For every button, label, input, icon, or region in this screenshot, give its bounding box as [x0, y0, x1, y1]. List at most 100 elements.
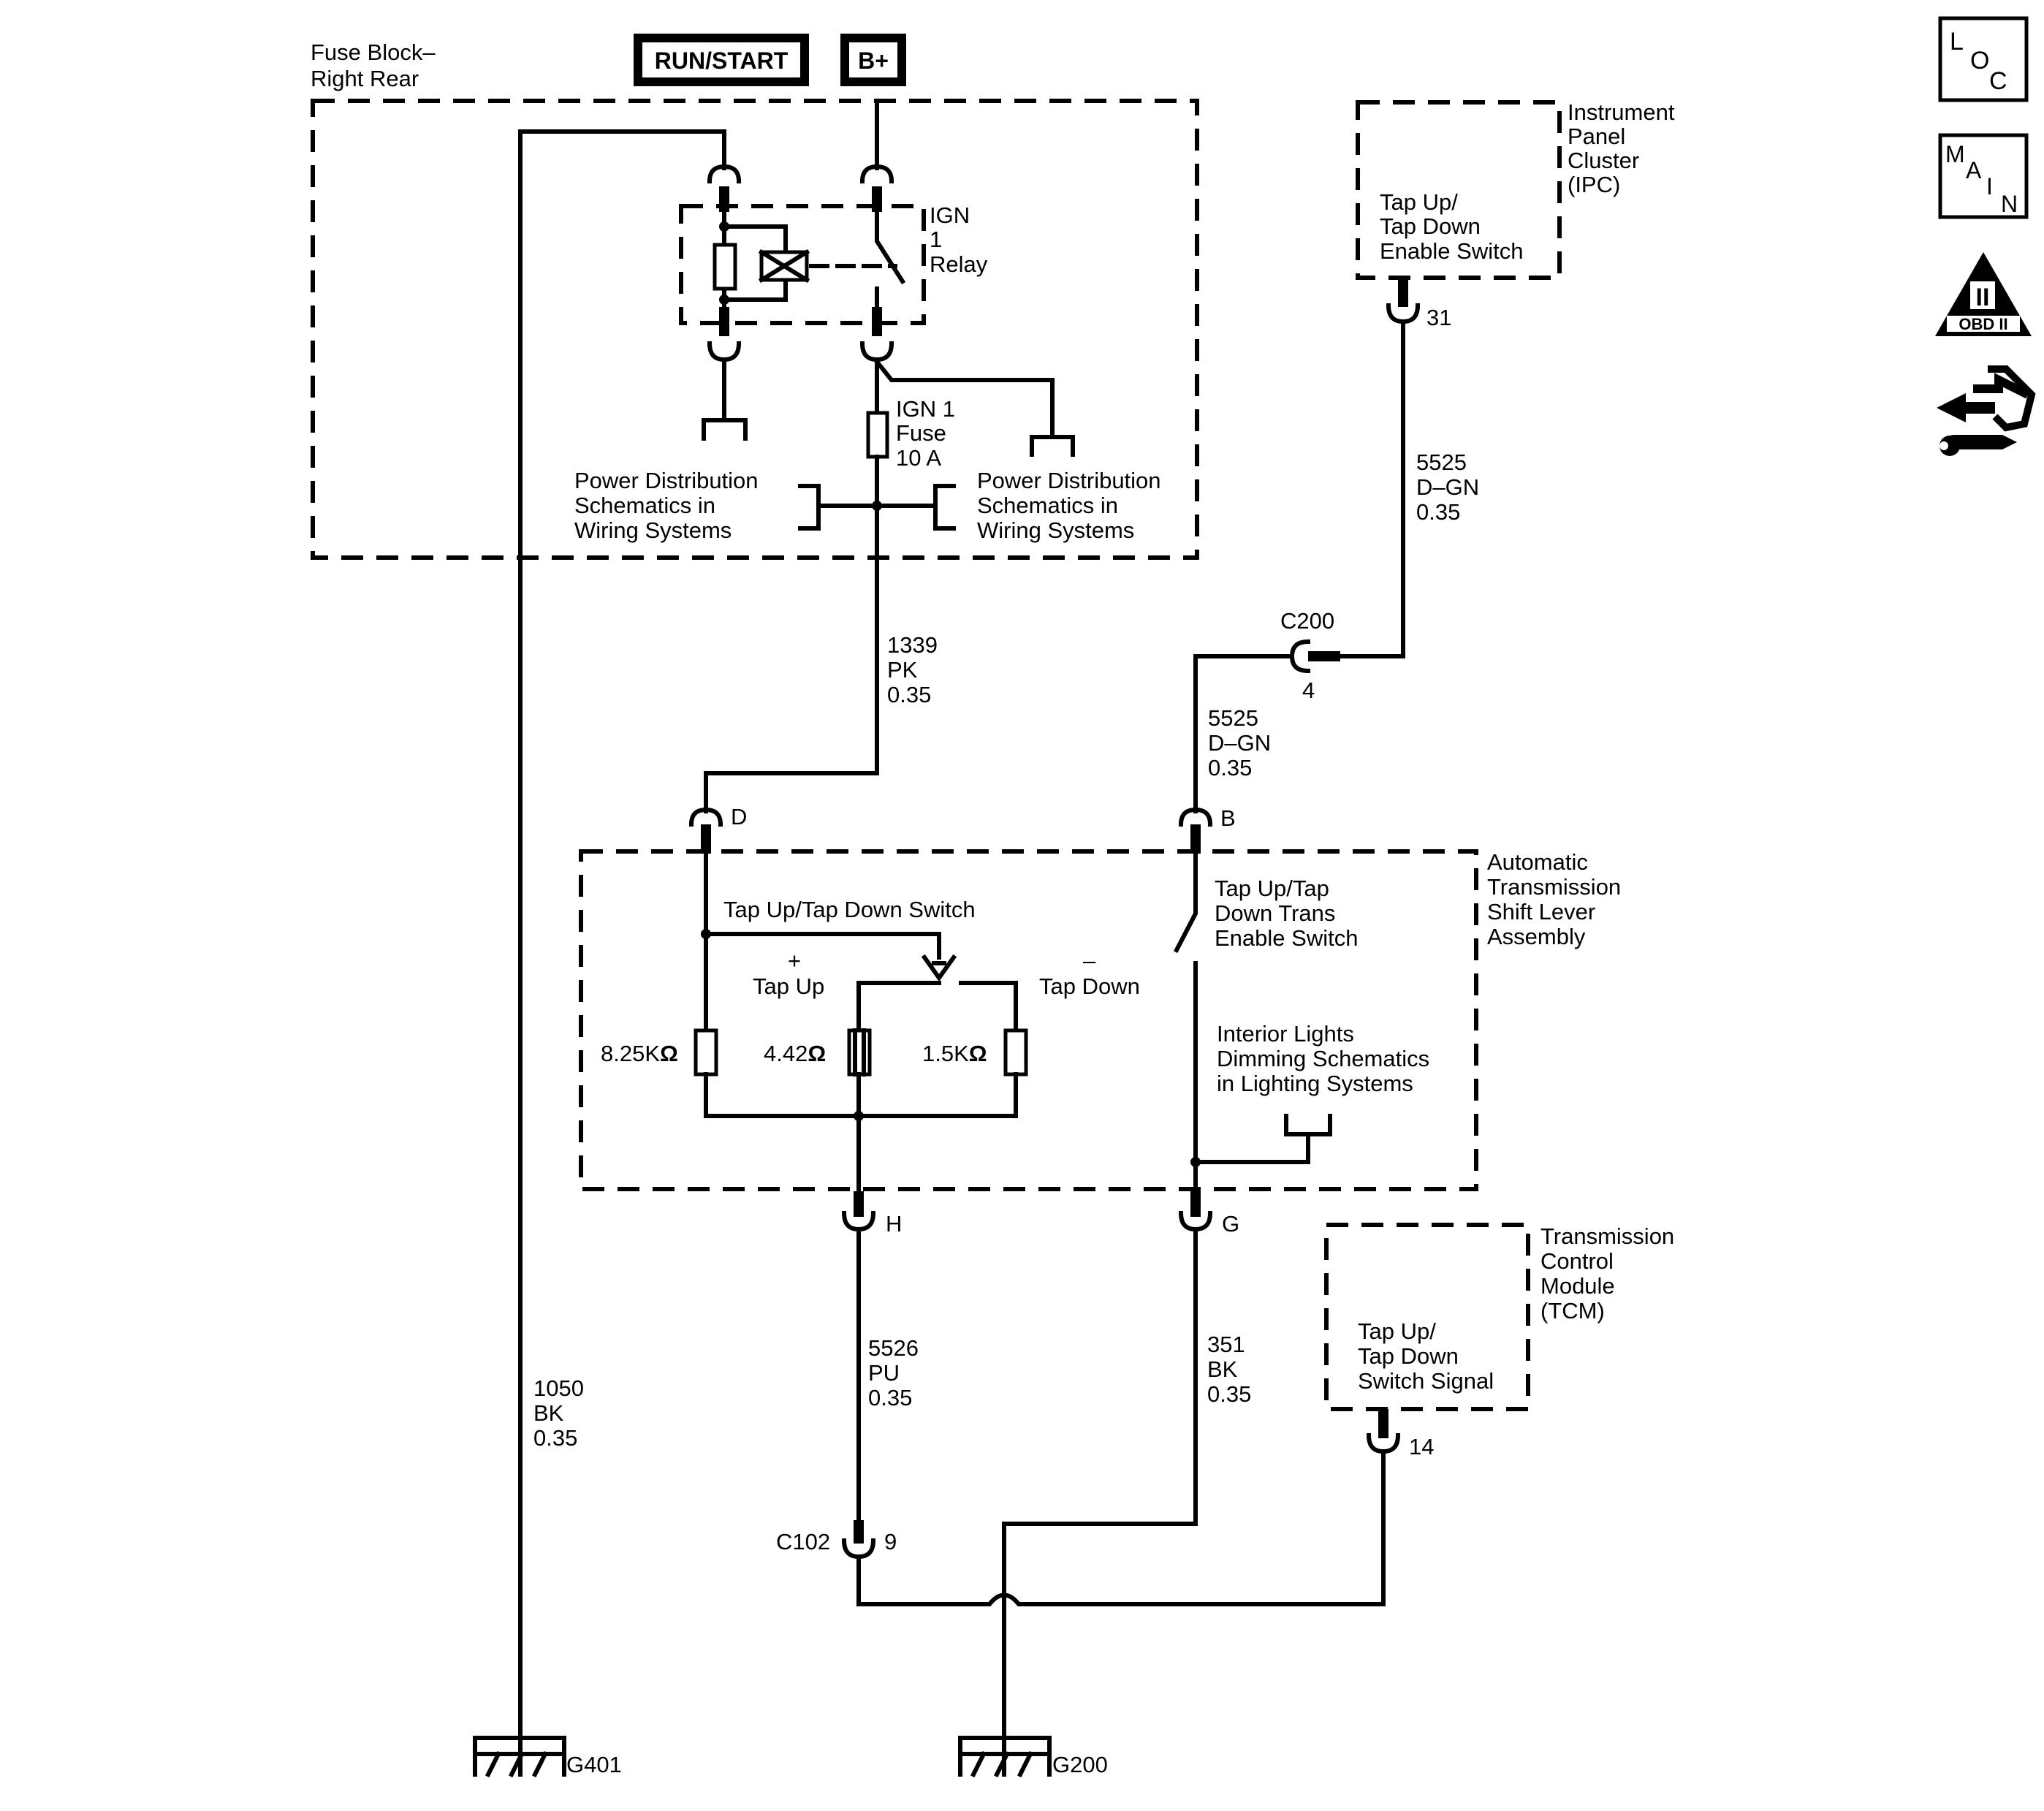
wire-5525-mid-color: D–GN [1208, 730, 1271, 756]
ipc-title-1: Instrument [1568, 99, 1675, 125]
enable-switch-label-1: Tap Up/Tap [1215, 876, 1329, 901]
shift-lever-assembly: Automatic Transmission Shift Lever Assem… [579, 804, 1621, 1237]
arrows-wrench-icon[interactable] [1937, 365, 2036, 456]
power-dist-left-2: Schematics in [574, 493, 715, 518]
wire-1050-color: BK [533, 1400, 564, 1426]
c102-name: C102 [776, 1529, 830, 1554]
tcm-inner-3: Switch Signal [1358, 1368, 1494, 1394]
shift-lever-title-1: Automatic [1487, 849, 1588, 875]
ipc-title-2: Panel [1568, 124, 1625, 149]
lights-label-3: in Lighting Systems [1217, 1071, 1413, 1096]
wire-5525-top-gauge: 0.35 [1416, 499, 1460, 525]
wire-1339-circuit: 1339 [887, 632, 938, 658]
svg-text:L: L [1950, 28, 1964, 56]
fuse-block-wiring [518, 100, 1075, 1777]
tap-down-minus: – [1083, 948, 1096, 973]
wire-5525-c200-to-shift [1193, 654, 1294, 813]
wire-5525-ipc-to-c200 [1322, 319, 1405, 658]
wire-5526-gauge: 0.35 [868, 1385, 912, 1411]
relay-label-3: Relay [930, 251, 988, 277]
tap-down-label: Tap Down [1039, 973, 1140, 999]
wire-5526-color: PU [868, 1360, 900, 1386]
fuse-block-label-1: Fuse Block– [311, 39, 436, 65]
tcm-module: Transmission Control Module (TCM) Tap Up… [1324, 1223, 1674, 1459]
svg-text:II: II [1976, 284, 1990, 311]
shift-lever-title-2: Transmission [1487, 874, 1621, 900]
svg-text:OBD II: OBD II [1958, 315, 2007, 333]
fuse-block-label-2: Right Rear [311, 66, 419, 91]
switch-label: Tap Up/Tap Down Switch [723, 897, 976, 922]
ipc-inner-3: Enable Switch [1380, 238, 1523, 264]
run-start-source: RUN/START [634, 34, 809, 86]
fuse-label-3: 10 A [896, 445, 941, 471]
ipc-inner-2: Tap Down [1380, 213, 1481, 239]
run-start-label: RUN/START [655, 48, 789, 74]
svg-text:O: O [1970, 47, 1989, 75]
enable-switch-label-2: Down Trans [1215, 900, 1335, 926]
ground-g200-label: G200 [1052, 1752, 1108, 1777]
pin-h-label: H [886, 1211, 902, 1237]
lights-label-1: Interior Lights [1217, 1021, 1354, 1047]
ipc-module: Instrument Panel Cluster (IPC) Tap Up/ T… [1356, 99, 1675, 330]
ground-g401: G401 [473, 1736, 622, 1778]
tcm-title-4: (TCM) [1540, 1298, 1605, 1324]
ground-g401-label: G401 [566, 1752, 622, 1777]
power-dist-right-2: Schematics in [977, 493, 1118, 518]
main-icon[interactable]: M A I N [1938, 133, 2029, 219]
enable-switch-label-3: Enable Switch [1215, 925, 1358, 951]
b-plus-label: B+ [858, 48, 889, 74]
svg-text:N: N [2001, 191, 2018, 217]
obd-ii-icon[interactable]: II OBD II [1935, 252, 2032, 336]
wire-5525-top-circuit: 5525 [1416, 449, 1467, 475]
shift-lever-title-4: Assembly [1487, 924, 1586, 949]
loc-icon[interactable]: L O C [1938, 16, 2029, 102]
relay-label-1: IGN [930, 202, 970, 228]
ipc-pin: 31 [1426, 305, 1451, 330]
svg-text:M: M [1945, 141, 1965, 167]
tap-up-label: Tap Up [753, 973, 824, 999]
tcm-title-1: Transmission [1540, 1223, 1674, 1249]
wire-1050-gauge: 0.35 [533, 1425, 577, 1451]
ipc-inner-1: Tap Up/ [1380, 189, 1458, 215]
wire-351-color: BK [1207, 1356, 1238, 1382]
relay-label-2: 1 [930, 227, 942, 252]
wire-1339-color: PK [887, 657, 918, 683]
wire-5525-top-color: D–GN [1416, 474, 1479, 500]
tcm-pin: 14 [1409, 1434, 1434, 1459]
power-dist-left-3: Wiring Systems [574, 517, 732, 543]
tcm-inner-2: Tap Down [1358, 1343, 1459, 1369]
tcm-title-3: Module [1540, 1273, 1615, 1299]
fuse-label-2: Fuse [896, 420, 946, 446]
relay-connectors [707, 164, 894, 362]
power-dist-right-3: Wiring Systems [977, 517, 1134, 543]
shift-lever-title-3: Shift Lever [1487, 899, 1595, 925]
pin-b-label: B [1220, 805, 1236, 831]
c200-name: C200 [1280, 608, 1334, 634]
ground-g200: G200 [958, 1736, 1108, 1778]
lights-label-2: Dimming Schematics [1217, 1046, 1429, 1071]
c200-connector: C200 4 [1280, 608, 1340, 703]
resistor-r2-label: 4.42Ω [764, 1041, 826, 1066]
power-dist-right-1: Power Distribution [977, 468, 1161, 493]
wire-351-circuit: 351 [1207, 1332, 1245, 1357]
lower-wiring [841, 1227, 1386, 1777]
tcm-inner-1: Tap Up/ [1358, 1318, 1436, 1344]
c200-pin: 4 [1302, 677, 1315, 703]
wire-351-gauge: 0.35 [1207, 1381, 1251, 1407]
fuse-label-1: IGN 1 [896, 396, 955, 422]
svg-text:A: A [1966, 157, 1982, 183]
tcm-title-2: Control [1540, 1248, 1614, 1274]
c102-pin: 9 [884, 1529, 897, 1554]
wire-5525-mid-gauge: 0.35 [1208, 755, 1252, 781]
wire-1050-circuit: 1050 [533, 1375, 584, 1401]
pin-d-label: D [731, 804, 747, 829]
resistor-r1-label: 8.25KΩ [601, 1041, 678, 1066]
wire-1339-gauge: 0.35 [887, 682, 931, 707]
ipc-title-4: (IPC) [1568, 172, 1620, 197]
tap-up-plus: + [788, 948, 801, 973]
svg-text:I: I [1986, 173, 1993, 200]
wire-5525-mid-circuit: 5525 [1208, 705, 1258, 731]
svg-text:C: C [1989, 67, 2007, 95]
pin-g-label: G [1222, 1211, 1239, 1237]
